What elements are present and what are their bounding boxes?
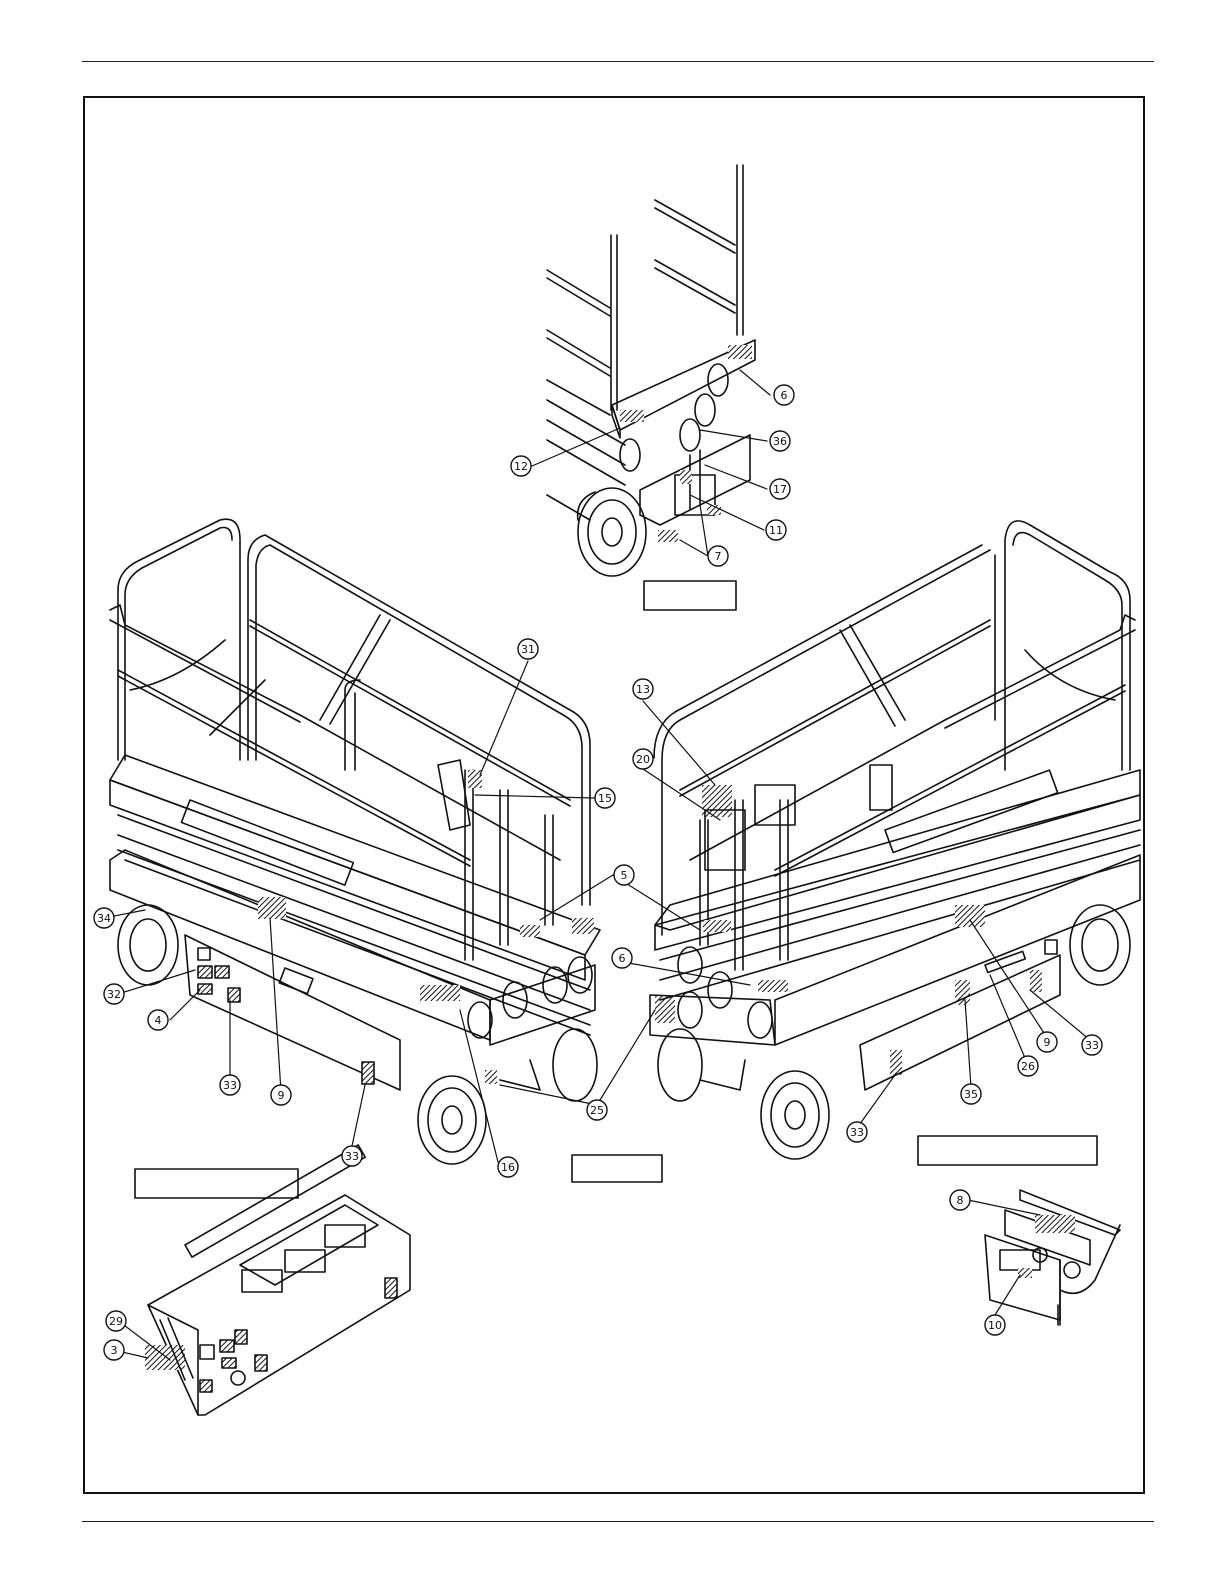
right-machine-view bbox=[650, 521, 1140, 1159]
callout-8: 8 bbox=[950, 1190, 970, 1210]
callout-number: 34 bbox=[97, 912, 111, 925]
callout-number: 8 bbox=[957, 1194, 964, 1207]
callout-number: 33 bbox=[1085, 1039, 1099, 1052]
callout-34: 34 bbox=[94, 908, 114, 928]
callout-number: 29 bbox=[109, 1315, 123, 1328]
callout-3: 3 bbox=[104, 1340, 124, 1360]
callout-number: 9 bbox=[278, 1089, 285, 1102]
callout-15: 15 bbox=[595, 788, 615, 808]
callout-number: 5 bbox=[621, 869, 628, 882]
callout-33: 33 bbox=[220, 1075, 240, 1095]
battery-detail bbox=[985, 1190, 1120, 1325]
callout-number: 13 bbox=[636, 683, 650, 696]
callout-number: 4 bbox=[155, 1014, 162, 1027]
callout-number: 7 bbox=[715, 550, 722, 563]
callout-33: 33 bbox=[847, 1122, 867, 1142]
label-box-right bbox=[918, 1136, 1097, 1165]
left-machine-view bbox=[110, 519, 600, 1164]
callout-10: 10 bbox=[985, 1315, 1005, 1335]
callout-13: 13 bbox=[633, 679, 653, 699]
callout-9: 9 bbox=[1037, 1032, 1057, 1052]
callout-5: 5 bbox=[614, 865, 634, 885]
callout-number: 6 bbox=[781, 389, 788, 402]
callout-number: 11 bbox=[769, 524, 783, 537]
callout-number: 20 bbox=[636, 753, 650, 766]
control-panel-detail bbox=[145, 1145, 410, 1415]
callout-number: 33 bbox=[345, 1150, 359, 1163]
callout-31: 31 bbox=[518, 639, 538, 659]
callout-6: 6 bbox=[774, 385, 794, 405]
callout-number: 26 bbox=[1021, 1060, 1035, 1073]
callout-20: 20 bbox=[633, 749, 653, 769]
callout-29: 29 bbox=[106, 1311, 126, 1331]
callout-number: 6 bbox=[619, 952, 626, 965]
callout-32: 32 bbox=[104, 984, 124, 1004]
callout-number: 9 bbox=[1044, 1036, 1051, 1049]
callout-number: 3 bbox=[111, 1344, 118, 1357]
callout-35: 35 bbox=[961, 1084, 981, 1104]
label-box-top bbox=[644, 581, 736, 610]
callout-number: 17 bbox=[773, 483, 787, 496]
callout-7: 7 bbox=[708, 546, 728, 566]
callout-33: 33 bbox=[342, 1146, 362, 1166]
callout-26: 26 bbox=[1018, 1056, 1038, 1076]
callout-25: 25 bbox=[587, 1100, 607, 1120]
callouts: 6361217117311320155343243393316252635810… bbox=[94, 385, 1102, 1360]
callout-number: 15 bbox=[598, 792, 612, 805]
callout-6: 6 bbox=[612, 948, 632, 968]
callout-number: 16 bbox=[501, 1161, 515, 1174]
callout-36: 36 bbox=[770, 431, 790, 451]
callout-11: 11 bbox=[766, 520, 786, 540]
callout-number: 10 bbox=[988, 1319, 1002, 1332]
callout-number: 35 bbox=[964, 1088, 978, 1101]
label-box-center bbox=[572, 1155, 662, 1182]
callout-number: 31 bbox=[521, 643, 535, 656]
callout-9: 9 bbox=[271, 1085, 291, 1105]
callout-12: 12 bbox=[511, 456, 531, 476]
callout-17: 17 bbox=[770, 479, 790, 499]
callout-number: 36 bbox=[773, 435, 787, 448]
callout-33: 33 bbox=[1082, 1035, 1102, 1055]
callout-number: 33 bbox=[223, 1079, 237, 1092]
callout-number: 12 bbox=[514, 460, 528, 473]
callout-16: 16 bbox=[498, 1157, 518, 1177]
callout-4: 4 bbox=[148, 1010, 168, 1030]
top-detail-view bbox=[547, 165, 755, 576]
callout-number: 33 bbox=[850, 1126, 864, 1139]
callout-number: 32 bbox=[107, 988, 121, 1001]
callout-number: 25 bbox=[590, 1104, 604, 1117]
